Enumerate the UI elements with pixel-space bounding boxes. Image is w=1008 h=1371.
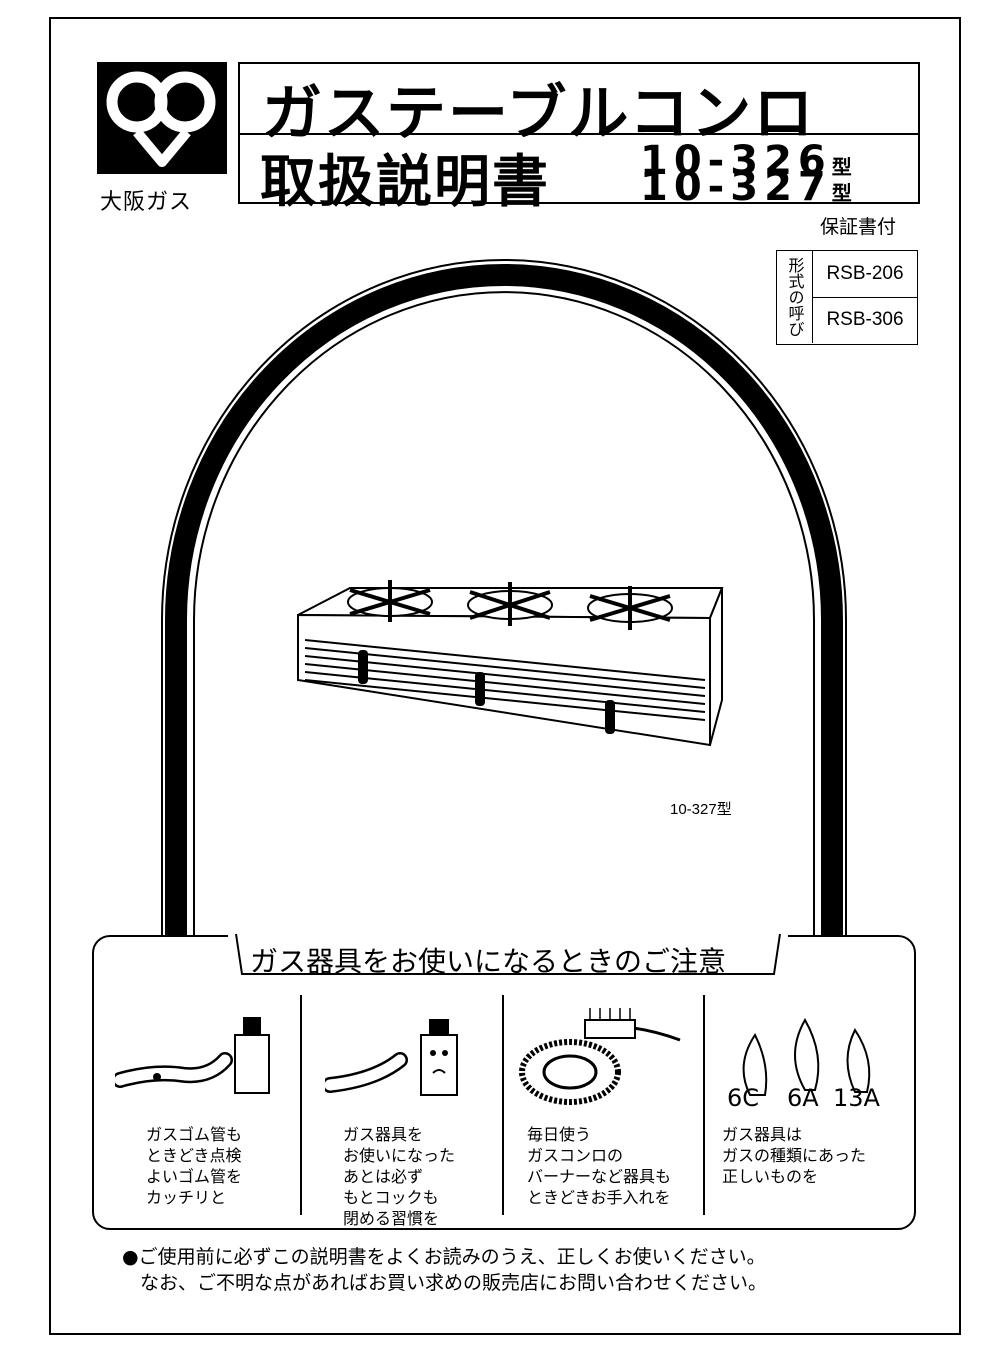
gas-type-flames-icon: 6C 6A 13A bbox=[715, 1010, 895, 1110]
gas-hose-check-icon bbox=[115, 1005, 285, 1115]
column-divider bbox=[502, 995, 504, 1215]
footer-note-2: なお、ご不明な点があればお買い求めの販売店にお問い合わせください。 bbox=[140, 1268, 767, 1295]
tip-burner-care: 毎日使う ガスコンロの バーナーなど器具も ときどきお手入れを bbox=[527, 1124, 671, 1208]
illustration-caption: 10-327型 bbox=[670, 798, 732, 819]
column-divider bbox=[300, 995, 302, 1215]
gas-type-label: 6C bbox=[727, 1084, 759, 1110]
footer-note-1: ●ご使用前に必ずこの説明書をよくお読みのうえ、正しくお使いください。 bbox=[122, 1242, 766, 1269]
tip-close-cock: ガス器具を お使いになった あとは必ず もとコックも 閉める習慣を bbox=[343, 1124, 455, 1229]
column-divider bbox=[703, 995, 705, 1215]
tip-gas-type: ガス器具は ガスの種類にあった 正しいものを bbox=[722, 1124, 866, 1187]
notice-title: ガス器具をお使いになるときのご注意 bbox=[250, 940, 726, 980]
gas-type-label: 13A bbox=[833, 1084, 881, 1110]
burner-cleaning-icon bbox=[515, 1000, 695, 1115]
gas-type-label: 6A bbox=[787, 1084, 819, 1110]
gas-stove-illustration bbox=[290, 560, 730, 760]
gas-cock-close-icon bbox=[325, 1005, 495, 1115]
tip-hose-check: ガスゴム管も ときどき点検 よいゴム管を カッチリと bbox=[146, 1124, 242, 1208]
